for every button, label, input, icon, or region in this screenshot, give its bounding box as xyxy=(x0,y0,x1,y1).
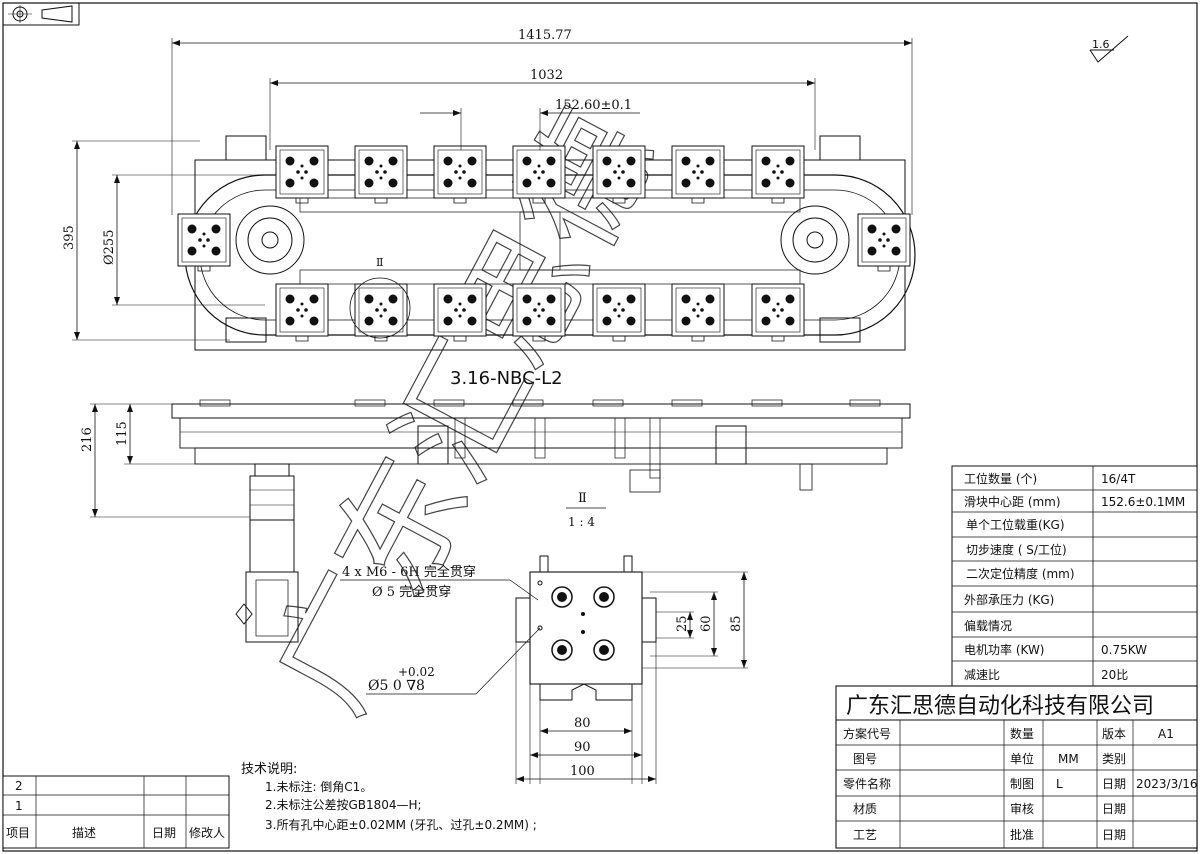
bore-callout: Ø5 0 ∇8 xyxy=(368,678,425,694)
spec-label-4: 二次定位精度 (mm) xyxy=(966,566,1075,581)
tb-r4-c2: 批准 xyxy=(1010,827,1034,842)
tb-r1-c4: 类别 xyxy=(1102,752,1126,766)
tb-r3-c4: 日期 xyxy=(1102,802,1126,816)
rev-header-item: 项目 xyxy=(6,826,30,840)
spec-table: 工位数量 (个) 16/4T 滑块中心距 (mm) 152.6±0.1MM 单个… xyxy=(951,465,1198,687)
dim-height-395: 395 xyxy=(62,225,77,250)
projection-symbol xyxy=(2,2,80,26)
tb-r2-c0: 零件名称 xyxy=(843,776,891,791)
tech-notes: 技术说明: 1.未标注: 倒角C1。 2.未标注公差按GB1804—H; 3.所… xyxy=(241,762,537,832)
front-view-dimensions: 216 115 xyxy=(80,403,250,518)
rev-header-desc: 描述 xyxy=(72,826,96,840)
spec-label-8: 减速比 xyxy=(964,668,1000,682)
dim-height-216: 216 xyxy=(80,427,95,452)
tb-r2-c2: 制图 xyxy=(1010,777,1034,791)
tech-note-2: 2.未标注公差按GB1804—H; xyxy=(265,797,422,812)
roughness-symbol: 1.6 xyxy=(1089,35,1129,63)
top-view-dimensions: 1415.77 1032 152.60±0.1 395 Ø255 3.16-NB… xyxy=(62,28,913,389)
dim-25: 25 xyxy=(675,615,690,632)
spec-label-7: 电机功率 (KW) xyxy=(964,642,1045,657)
rev-row-2: 2 xyxy=(15,779,23,793)
roughness-value: 1.6 xyxy=(1092,38,1110,51)
model-label: 3.16-NBC-L2 xyxy=(450,368,563,389)
tb-r3-c2: 审核 xyxy=(1010,801,1034,816)
hole-callout-through: Ø 5 完全贯穿 xyxy=(372,584,451,600)
spec-value-0: 16/4T xyxy=(1101,472,1136,486)
section-mark: Ⅱ xyxy=(376,256,383,269)
revision-table: 2 1 项目 描述 日期 修改人 xyxy=(2,775,230,849)
dim-100: 100 xyxy=(570,764,595,779)
tb-r2-c5: 2023/3/16 xyxy=(1136,777,1198,791)
dim-60: 60 xyxy=(699,615,714,632)
top-view: Ⅱ xyxy=(177,135,916,351)
tb-r0-c4: 版本 xyxy=(1102,727,1126,741)
front-view xyxy=(171,399,911,643)
tb-r1-c0: 图号 xyxy=(853,752,877,766)
dim-85: 85 xyxy=(729,615,744,632)
tb-r4-c0: 工艺 xyxy=(853,828,877,842)
spec-label-2: 单个工位载重(KG) xyxy=(966,517,1065,532)
dim-overall-length: 1415.77 xyxy=(518,28,572,43)
rev-row-1: 1 xyxy=(15,799,23,813)
tb-r3-c0: 材质 xyxy=(853,802,877,816)
tol-upper: +0.02 xyxy=(398,665,435,679)
spec-label-6: 偏载情况 xyxy=(964,618,1012,633)
tech-note-1: 1.未标注: 倒角C1。 xyxy=(265,779,372,794)
spec-label-0: 工位数量 (个) xyxy=(964,471,1037,486)
detail-dimensions: 25 60 85 80 90 100 xyxy=(515,571,748,784)
rev-header-editor: 修改人 xyxy=(189,825,225,840)
spec-label-1: 滑块中心距 (mm) xyxy=(964,494,1061,509)
spec-label-5: 外部承压力 (KG) xyxy=(964,592,1054,607)
tb-r2-c4: 日期 xyxy=(1102,777,1126,791)
tb-r0-c0: 方案代号 xyxy=(843,726,891,741)
detail-id: Ⅱ xyxy=(578,491,587,506)
rev-header-date: 日期 xyxy=(152,826,176,840)
dim-pitch-length: 1032 xyxy=(530,68,563,83)
dim-diameter-255: Ø255 xyxy=(102,230,117,265)
tb-r0-c2: 数量 xyxy=(1010,726,1034,741)
tech-note-3: 3.所有孔中心距±0.02MM (牙孔、过孔±0.2MM) ; xyxy=(265,817,537,832)
dim-station-spacing: 152.60±0.1 xyxy=(555,98,632,113)
spec-value-8: 20比 xyxy=(1101,668,1128,682)
tech-notes-title: 技术说明: xyxy=(241,762,297,777)
dim-80: 80 xyxy=(574,716,591,731)
detail-scale: 1 : 4 xyxy=(568,515,595,529)
tb-r4-c4: 日期 xyxy=(1102,828,1126,842)
hole-callout-thread: 4 x M6 - 6H 完全贯穿 xyxy=(342,564,476,580)
spec-label-3: 切步速度 ( S/工位) xyxy=(966,542,1067,557)
tb-r0-c5: A1 xyxy=(1158,727,1174,741)
tb-r2-c3: L xyxy=(1056,777,1063,791)
dim-height-115: 115 xyxy=(115,421,130,446)
spec-value-7: 0.75KW xyxy=(1101,643,1147,657)
dim-90: 90 xyxy=(574,740,591,755)
spec-value-1: 152.6±0.1MM xyxy=(1101,495,1185,509)
tb-r1-c3: MM xyxy=(1058,752,1079,766)
company-name: 广东汇思德自动化科技有限公司 xyxy=(846,694,1154,719)
tb-r1-c2: 单位 xyxy=(1010,751,1034,766)
detail-view: Ⅱ 1 : 4 4 x M6 - 6H 完全贯穿 Ø 5 完全贯穿 +0.02 … xyxy=(340,491,657,701)
title-block: 广东汇思德自动化科技有限公司 方案代号 数量 版本 A1 图号 单位 MM 类别… xyxy=(835,685,1198,849)
